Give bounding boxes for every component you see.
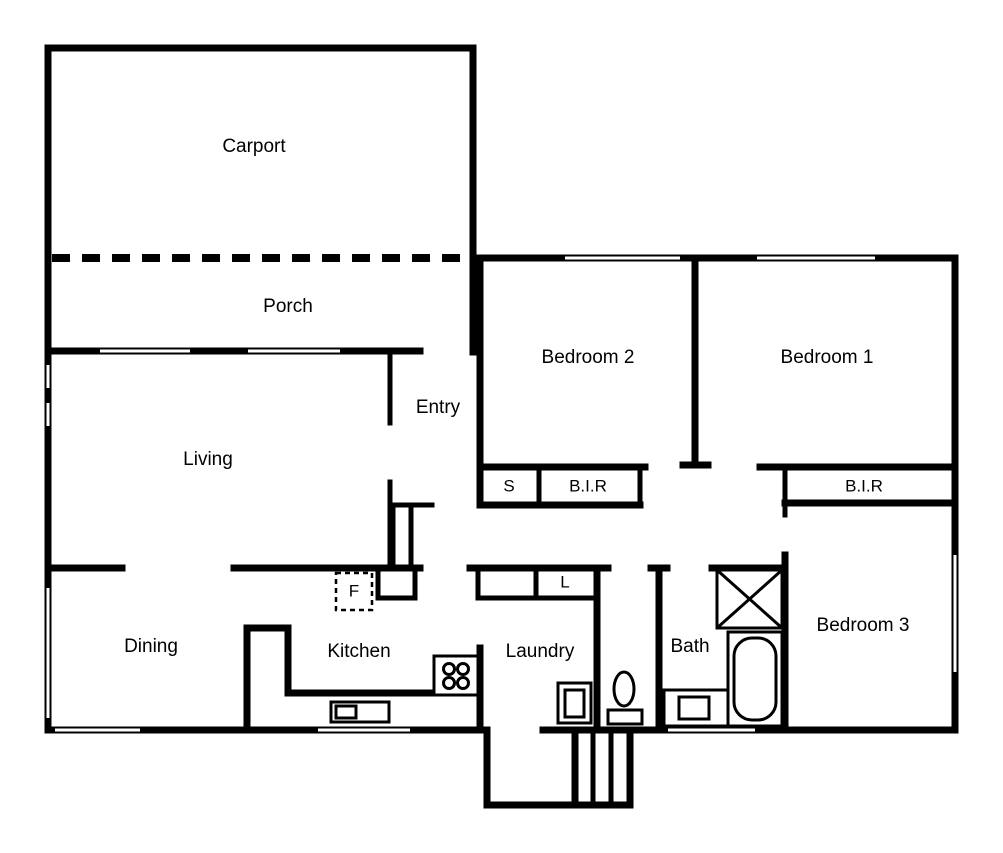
interior-walls xyxy=(44,254,959,734)
room-label-porch: Porch xyxy=(263,296,313,317)
room-label-entry: Entry xyxy=(416,397,461,418)
room-label-laundry: Laundry xyxy=(506,641,575,662)
room-label-living: Living xyxy=(183,449,233,470)
room-label-carport: Carport xyxy=(222,136,286,157)
fridge-label: F xyxy=(349,581,359,600)
room-label-dining: Dining xyxy=(124,636,178,657)
steps-icon xyxy=(590,729,614,806)
laundry-tub-icon xyxy=(556,681,593,725)
fridge-space xyxy=(334,571,374,612)
store-label: S xyxy=(503,476,514,495)
bathtub-icon xyxy=(726,630,784,728)
kitchen-sink-icon xyxy=(329,700,391,724)
room-label-kitchen: Kitchen xyxy=(327,641,390,662)
room-label-bedroom-1: Bedroom 1 xyxy=(781,347,874,368)
bir-label-bedroom-2: B.I.R xyxy=(569,476,607,495)
linen-label: L xyxy=(560,572,569,591)
shower-icon xyxy=(715,568,784,630)
room-label-bedroom-3: Bedroom 3 xyxy=(817,615,910,636)
stove-icon xyxy=(432,654,480,697)
bir-label-bedroom-1: B.I.R xyxy=(845,476,883,495)
toilet-icon xyxy=(606,670,644,726)
bath-basin-icon xyxy=(662,688,730,728)
room-label-bath: Bath xyxy=(670,636,709,657)
exterior-walls xyxy=(44,44,959,809)
windows xyxy=(46,256,957,732)
room-label-bedroom-2: Bedroom 2 xyxy=(542,347,635,368)
